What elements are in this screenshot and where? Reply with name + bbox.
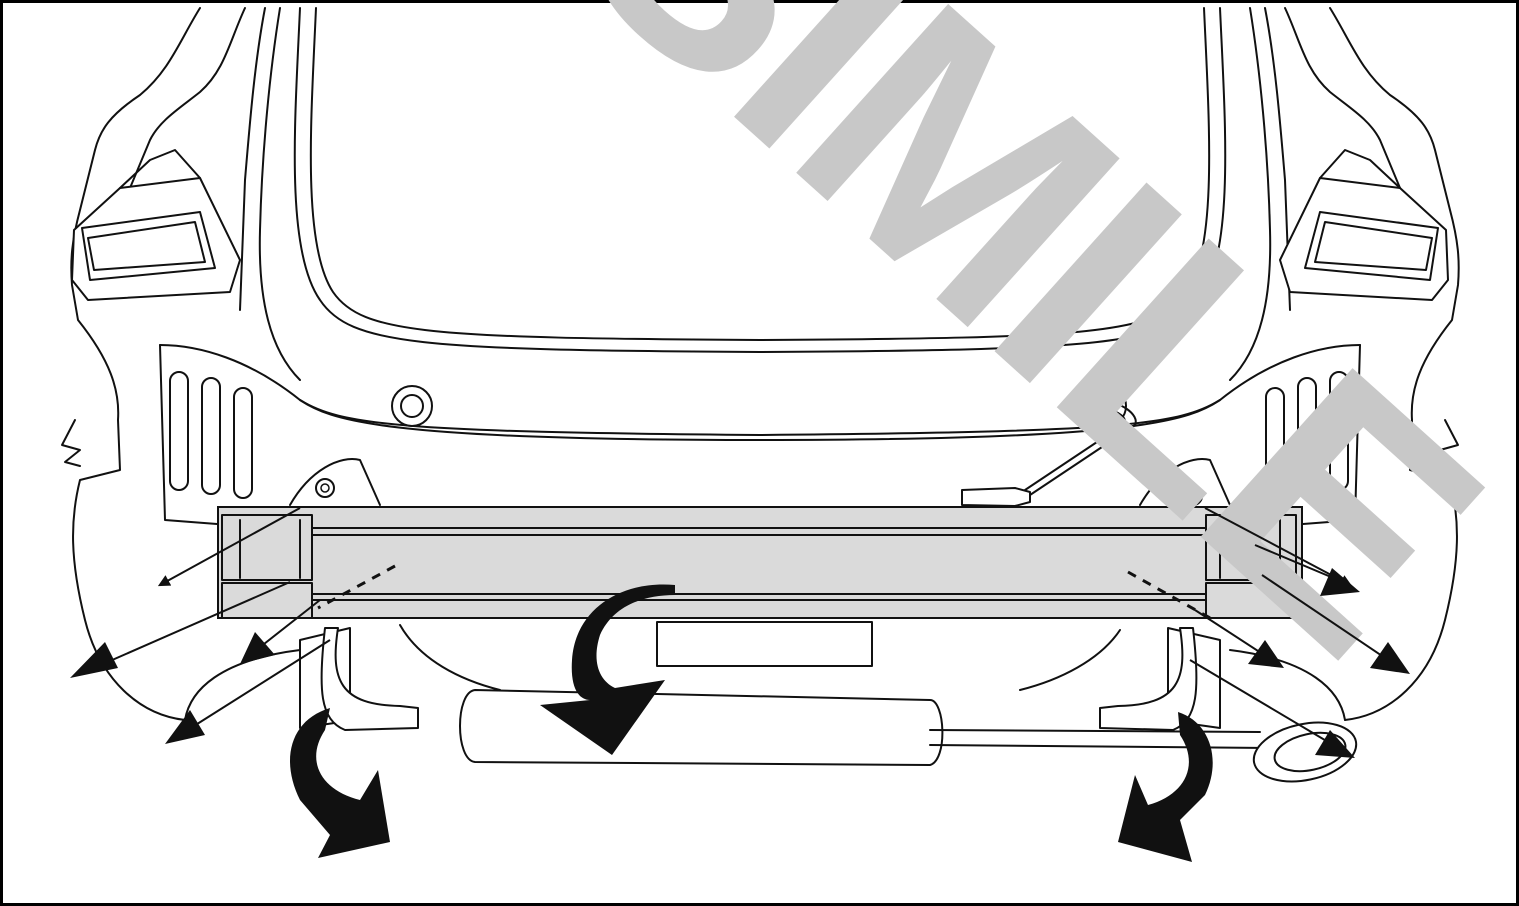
right-tail-light (1279, 149, 1449, 301)
license-plate-recess (656, 621, 873, 667)
left-tail-light (71, 149, 241, 301)
screwdriver (961, 400, 1137, 507)
rotation-arrow-left (290, 708, 390, 858)
rotation-arrow-center (540, 584, 675, 755)
car-rear-outline (61, 7, 1460, 721)
rotation-arrow-right (1118, 712, 1213, 862)
bumper-lower-left (184, 649, 301, 721)
rear-crossbar (217, 506, 1303, 619)
removal-arrows-right (1127, 507, 1410, 758)
right-mounting-bracket (1099, 627, 1221, 731)
bumper-center-right (1019, 629, 1121, 691)
removal-arrows-left (70, 507, 396, 744)
bumper-center-left (399, 624, 501, 691)
left-mounting-bracket (299, 627, 419, 731)
